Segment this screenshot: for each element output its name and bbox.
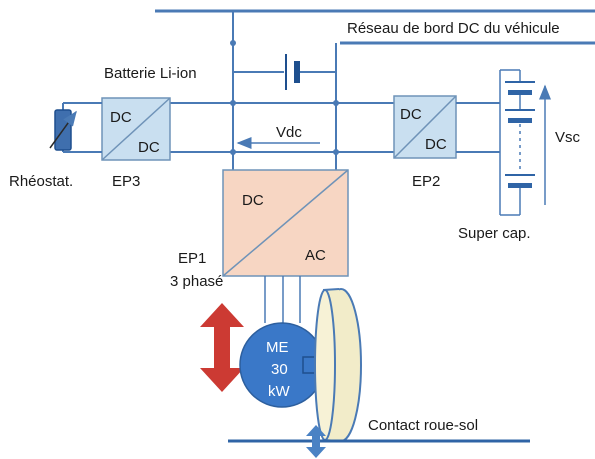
ep3-label: EP3 [112,173,140,190]
ep2-top-label: DC [400,106,422,123]
ep2-bottom-label: DC [425,136,447,153]
motor-label-line1: ME [266,339,289,356]
blue-double-arrow [306,425,326,458]
motor-label-line2: 30 [271,361,288,378]
ep3-top-label: DC [110,109,132,126]
wheel [314,288,362,442]
ep1-label: EP1 [178,250,206,267]
junction-node [230,40,236,46]
vdc-label: Vdc [276,124,302,141]
rheostat-label: Rhéostat. [9,173,73,190]
converter-ep2: DC DC [393,95,457,159]
vsc-label: Vsc [555,129,581,146]
bus-label: Réseau de bord DC du véhicule [347,20,560,37]
ep1-bottom-label: AC [305,247,326,264]
converter-ep1: DC AC [222,169,349,277]
red-double-arrow [200,303,244,392]
converter-ep3: DC DC [101,97,171,161]
motor-label-line3: kW [268,383,291,400]
supercap-label: Super cap. [458,225,531,242]
ep1-top-label: DC [242,192,264,209]
rheostat-symbol [49,102,102,153]
ep3-bottom-label: DC [138,139,160,156]
ep1-phase-label: 3 phasé [170,273,223,290]
supercap-symbol [456,69,551,216]
contact-label: Contact roue-sol [368,417,478,434]
battery-label: Batterie Li-ion [104,65,197,82]
ep2-label: EP2 [412,173,440,190]
